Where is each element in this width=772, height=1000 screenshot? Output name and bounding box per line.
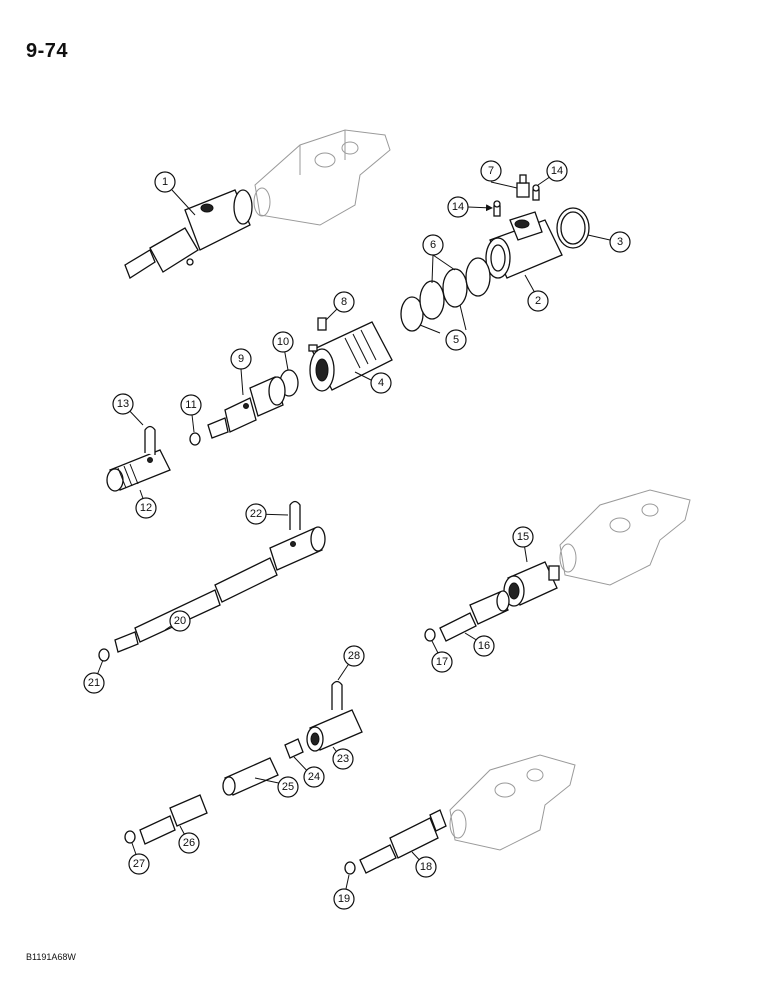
svg-text:24: 24	[308, 771, 320, 783]
page-number: 9-74	[26, 40, 69, 62]
svg-text:3: 3	[617, 236, 623, 248]
svg-text:14: 14	[452, 201, 464, 213]
part-19-o-ring	[344, 861, 356, 875]
callout-17: 17	[431, 651, 453, 673]
svg-text:9: 9	[238, 353, 244, 365]
callout-18: 18	[415, 856, 437, 878]
callout-16: 16	[473, 635, 495, 657]
part-1-spool-assembly	[124, 189, 253, 279]
callout-28: 28	[343, 645, 365, 667]
callout-26: 26	[178, 832, 200, 854]
svg-text:11: 11	[185, 399, 196, 411]
drawing-code: B1191A68W	[26, 952, 76, 962]
callout-27: 27	[128, 853, 150, 875]
svg-text:15: 15	[517, 531, 529, 543]
callout-3: 3	[609, 231, 631, 253]
svg-text:28: 28	[348, 650, 360, 662]
part-24-bushing	[284, 738, 304, 759]
callout-23: 23	[332, 748, 354, 770]
callout-21: 21	[83, 672, 105, 694]
svg-text:17: 17	[436, 656, 448, 668]
svg-text:27: 27	[133, 858, 145, 870]
part-13-clip	[144, 425, 156, 455]
callout-24: 24	[303, 766, 325, 788]
part-17-o-ring	[424, 628, 436, 642]
svg-text:22: 22	[250, 508, 262, 520]
svg-text:7: 7	[488, 165, 494, 177]
svg-text:5: 5	[453, 334, 459, 346]
svg-text:18: 18	[420, 861, 432, 873]
svg-text:25: 25	[282, 781, 294, 793]
callout-12: 12	[135, 497, 157, 519]
part-7-fitting	[516, 174, 530, 198]
part-22-clip	[289, 500, 301, 530]
part-4-sleeve	[308, 321, 393, 392]
callout-20: 20	[169, 610, 191, 632]
callout-8: 8	[333, 291, 355, 313]
callout-5: 5	[445, 329, 467, 351]
svg-text:26: 26	[183, 837, 195, 849]
part-11-o-ring	[189, 432, 201, 446]
part-9-spool-end	[207, 376, 286, 439]
svg-text:10: 10	[277, 336, 289, 348]
callout-25: 25	[277, 776, 299, 798]
part-18-spool-end	[359, 809, 447, 874]
valve-body-ghost-mid	[559, 489, 691, 586]
svg-text:23: 23	[337, 753, 349, 765]
svg-text:21: 21	[88, 677, 100, 689]
part-23-sleeve	[306, 709, 363, 752]
part-2-cap-housing	[485, 211, 563, 279]
callout-15: 15	[512, 526, 534, 548]
svg-text:16: 16	[478, 640, 490, 652]
callout-22: 22	[245, 503, 267, 525]
svg-text:1: 1	[162, 176, 168, 188]
svg-text:14: 14	[551, 165, 563, 177]
svg-text:2: 2	[535, 295, 541, 307]
part-15-cap	[503, 561, 560, 607]
valve-body-ghost-bottom	[449, 754, 576, 851]
svg-text:8: 8	[341, 296, 347, 308]
callout-2: 2	[527, 290, 549, 312]
callout-9: 9	[230, 348, 252, 370]
part-21-o-ring	[98, 648, 110, 662]
valve-body-ghost-top	[253, 129, 391, 226]
callout-13: 13	[112, 393, 134, 415]
part-20-long-spool	[114, 526, 326, 653]
part-5-6-o-rings	[400, 257, 491, 332]
callout-11: 11	[180, 394, 202, 416]
svg-text:6: 6	[430, 239, 436, 251]
callout-14a: 14	[546, 160, 568, 182]
part-12-spool	[106, 449, 171, 492]
part-26-spool-end	[139, 794, 208, 845]
callout-4: 4	[370, 372, 392, 394]
callout-1: 1	[154, 171, 176, 193]
callout-6: 6	[422, 234, 444, 256]
part-27-o-ring	[124, 830, 136, 844]
part-25-spool	[222, 757, 279, 796]
callout-10: 10	[272, 331, 294, 353]
svg-text:12: 12	[140, 502, 152, 514]
part-8-setscrew	[317, 317, 327, 331]
part-3-snap-ring	[556, 207, 590, 249]
part-16-spool-end	[439, 590, 510, 642]
part-14-grease-fitting-b	[493, 200, 501, 217]
svg-text:13: 13	[117, 398, 129, 410]
svg-text:20: 20	[174, 615, 186, 627]
part-28-clip	[331, 680, 343, 710]
callout-19: 19	[333, 888, 355, 910]
svg-text:19: 19	[338, 893, 350, 905]
svg-text:4: 4	[378, 377, 384, 389]
callout-7: 7	[480, 160, 502, 182]
callout-14b: 14	[447, 196, 469, 218]
part-14-grease-fitting-a	[532, 184, 540, 201]
